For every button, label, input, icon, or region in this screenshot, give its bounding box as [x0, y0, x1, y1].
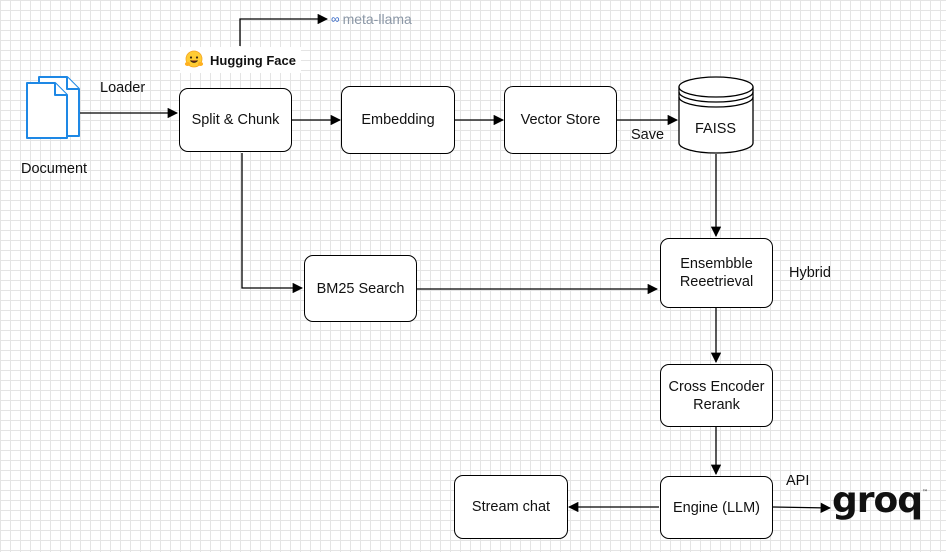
- hugging-face-logo: Hugging Face: [180, 47, 301, 73]
- bm25-search-label: BM25 Search: [316, 280, 405, 297]
- meta-llama-logo: ∞ meta-llama: [331, 11, 412, 27]
- groq-logo: groq ™: [832, 484, 928, 521]
- faiss-database-icon: [678, 76, 754, 154]
- document-icon: [26, 76, 80, 139]
- embedding-label: Embedding: [361, 112, 435, 128]
- hugging-face-icon: [184, 50, 204, 68]
- edge-hf-to-meta-llama: [239, 13, 329, 46]
- svg-text:groq: groq: [832, 484, 922, 521]
- embedding-node: Embedding: [341, 86, 455, 154]
- cross-encoder-rerank-node: Cross Encoder Rerank: [660, 364, 773, 427]
- hybrid-label: Hybrid: [789, 265, 831, 281]
- edge-engine-to-groq: [772, 502, 832, 514]
- save-label: Save: [631, 127, 665, 143]
- engine-llm-node: Engine (LLM): [660, 476, 773, 539]
- ensemble-label-line1: Ensembble: [680, 256, 753, 272]
- bm25-search-node: BM25 Search: [304, 255, 417, 322]
- edge-split-to-bm25: [241, 153, 304, 294]
- meta-llama-text: meta-llama: [342, 11, 412, 27]
- ensemble-label-line2: Reeetrieval: [679, 274, 754, 290]
- vector-store-label: Vector Store: [520, 112, 601, 128]
- rerank-label-line1: Cross Encoder: [668, 378, 765, 395]
- vector-store-node: Vector Store: [504, 86, 617, 154]
- document-label: Document: [21, 161, 88, 177]
- hugging-face-text: Hugging Face: [210, 52, 296, 68]
- svg-text:™: ™: [922, 489, 928, 496]
- meta-infinity-icon: ∞: [331, 12, 340, 26]
- faiss-label: FAISS: [695, 121, 737, 137]
- split-chunk-label: Split & Chunk: [191, 112, 280, 128]
- stream-chat-label: Stream chat: [471, 499, 551, 515]
- api-label: API: [786, 473, 810, 489]
- engine-llm-label: Engine (LLM): [672, 499, 761, 516]
- rerank-label-line2: Rerank: [693, 396, 740, 413]
- split-chunk-node: Split & Chunk: [179, 88, 292, 152]
- stream-chat-node: Stream chat: [454, 475, 568, 539]
- loader-label: Loader: [100, 80, 146, 96]
- ensemble-retrieval-node: Ensembble Reeetrieval: [660, 238, 773, 308]
